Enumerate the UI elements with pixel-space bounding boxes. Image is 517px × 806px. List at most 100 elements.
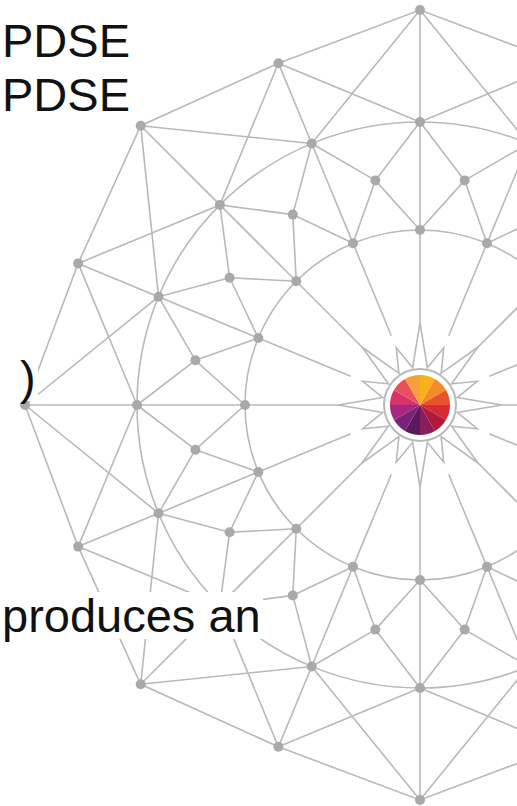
- mandala-line: [465, 144, 517, 181]
- mandala-line: [487, 215, 517, 244]
- mandala-line: [353, 243, 391, 335]
- mandala-line: [159, 513, 230, 532]
- mandala-dot: [288, 590, 298, 600]
- mandala-line: [420, 122, 465, 180]
- mandala-line: [78, 205, 220, 264]
- mandala-line: [137, 404, 245, 406]
- mandala-dot: [154, 292, 164, 302]
- center-ring: [384, 369, 456, 441]
- slide-text: PDSE: [0, 17, 132, 64]
- mandala-line: [195, 360, 245, 405]
- mandala-dot: [415, 575, 425, 585]
- mandala-line: [293, 529, 296, 596]
- mandala-dot: [460, 625, 470, 635]
- mandala-dot: [253, 467, 263, 477]
- mandala-line: [159, 450, 196, 514]
- mandala-line: [312, 567, 353, 667]
- mandala-line: [312, 144, 353, 244]
- mandala-dot: [348, 238, 358, 248]
- mandala-line: [473, 458, 517, 529]
- mandala-line: [220, 63, 279, 205]
- slide-text: produces an: [0, 592, 263, 639]
- mandala-line: [78, 263, 158, 296]
- mandala-dot: [154, 508, 164, 518]
- mandala-dot: [73, 258, 83, 268]
- mandala-dot: [307, 139, 317, 149]
- color-wedge: [390, 405, 420, 420]
- slide-text: PDSE: [0, 71, 132, 118]
- mandala-line: [420, 180, 465, 230]
- mandala-line: [419, 10, 421, 122]
- mandala-dot: [215, 200, 225, 210]
- mandala-line: [312, 630, 376, 667]
- color-wedge: [405, 375, 420, 405]
- mandala-line: [465, 630, 517, 667]
- mandala-line: [230, 472, 259, 532]
- mandala-dot: [415, 225, 425, 235]
- mandala-dot: [225, 273, 235, 283]
- mandala-line: [258, 338, 350, 376]
- mandala-dot: [415, 795, 425, 805]
- mandala-dot: [370, 625, 380, 635]
- mandala-line: [375, 580, 420, 630]
- mandala-line: [420, 666, 517, 800]
- mandala-dot: [273, 742, 283, 752]
- mandala-dot: [415, 683, 425, 693]
- mandala-line: [293, 144, 312, 215]
- outer-polygon: [25, 10, 517, 800]
- mandala-line: [25, 297, 159, 405]
- mandala-line: [487, 144, 517, 244]
- mandala-line: [159, 297, 196, 361]
- mandala-line: [293, 215, 353, 244]
- mandala-line: [78, 405, 137, 547]
- mandala-dot: [190, 445, 200, 455]
- mandala-dot: [225, 527, 235, 537]
- mandala-line: [312, 144, 376, 181]
- mandala-line: [353, 567, 375, 630]
- mandala-line: [220, 205, 230, 278]
- mandala-line: [293, 215, 296, 282]
- mandala-line: [230, 278, 297, 281]
- mandala-dot: [291, 524, 301, 534]
- mandala-line: [420, 10, 517, 144]
- mandala-line: [195, 450, 258, 472]
- mandala-line: [420, 630, 465, 688]
- mandala-line: [419, 230, 421, 330]
- mandala-line: [375, 122, 420, 180]
- mandala-line: [293, 595, 312, 666]
- mandala-dot: [307, 661, 317, 671]
- mandala-dot: [20, 400, 30, 410]
- mandala-line: [141, 666, 312, 684]
- mandala-line: [137, 405, 195, 450]
- mandala-line: [258, 434, 350, 472]
- mandala-line: [137, 360, 195, 405]
- mandala-line: [25, 404, 137, 406]
- mandala-line: [375, 180, 420, 230]
- mandala-line: [465, 567, 487, 630]
- mandala-line: [230, 278, 259, 338]
- mandala-line: [159, 297, 259, 338]
- mandala-line: [220, 205, 293, 215]
- mandala-dot: [273, 58, 283, 68]
- mandala-line: [159, 472, 259, 513]
- ring-circle: [245, 230, 517, 580]
- mandala-dot: [291, 276, 301, 286]
- color-wedge: [420, 405, 435, 435]
- mandala-line: [195, 338, 258, 360]
- mandala-line: [465, 180, 487, 243]
- mandala-line: [312, 666, 420, 800]
- mandala-line: [278, 63, 420, 122]
- mandala-line: [296, 281, 367, 352]
- mandala-line: [159, 278, 230, 297]
- mandala-line: [420, 688, 517, 747]
- mandala-line: [141, 126, 312, 144]
- mandala-line: [449, 243, 487, 335]
- mandala-dot: [348, 562, 358, 572]
- mandala-line: [25, 405, 159, 513]
- mandala-dot: [136, 679, 146, 689]
- mandala-dot: [288, 210, 298, 220]
- mandala-dot: [73, 542, 83, 552]
- mandala-dot: [415, 5, 425, 15]
- mandala-line: [487, 567, 517, 596]
- mandala-line: [353, 474, 391, 566]
